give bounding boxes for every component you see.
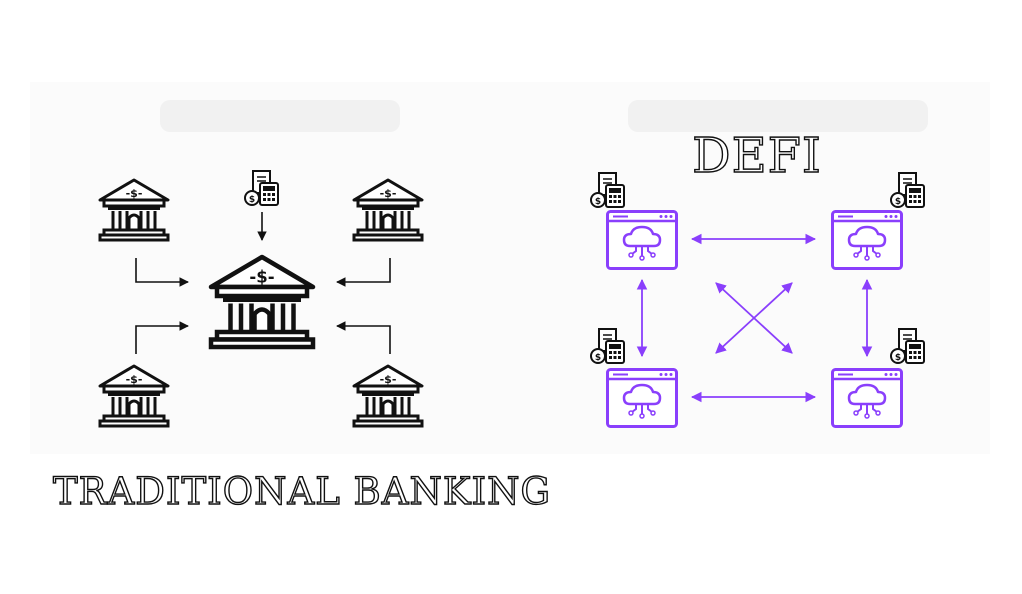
ledger-icon-bottom-right (890, 328, 925, 364)
traditional-banking-title: TRADITIONAL BANKING (53, 470, 551, 513)
arrow-diagonal-2 (715, 282, 793, 354)
defi-section: DEFI (590, 127, 925, 428)
ledger-icon-top-right (890, 172, 925, 208)
arrow-bottom-right-to-bank (336, 321, 391, 354)
bank-icon-bottom-right (352, 364, 424, 428)
ledger-icon-top-left (590, 172, 625, 208)
defi-node-bottom-left (606, 368, 678, 428)
blurred-header-left (160, 100, 400, 132)
backdrop (30, 82, 990, 454)
ledger-calculator-icon (244, 170, 279, 206)
defi-node-top-right (831, 210, 903, 270)
arrow-bottom-left-to-bank (135, 321, 189, 354)
ledger-icon-bottom-left (590, 328, 625, 364)
arrow-top-right-to-bank (336, 258, 391, 287)
arrow-top-left-to-bank (135, 258, 189, 287)
central-bank-icon (211, 257, 313, 347)
traditional-banking-section: TRADITIONAL BANKING (52, 170, 551, 514)
defi-node-top-left (606, 210, 678, 270)
blurred-header-right (628, 100, 928, 132)
bank-icon-top-left (98, 178, 170, 242)
bank-icon-bottom-left (98, 364, 170, 428)
defi-node-bottom-right (831, 368, 903, 428)
defi-title: DEFI (692, 128, 822, 184)
bank-icon-top-right (352, 178, 424, 242)
